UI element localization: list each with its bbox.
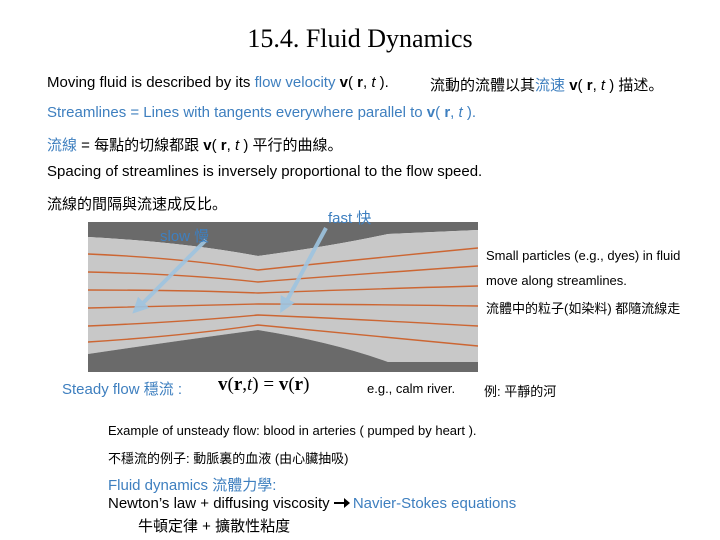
flow-velocity-term: flow velocity [254,74,336,91]
flow-velocity-sentence-zh: 流動的流體以其流速 v( r, t ) 描述。 [430,77,664,94]
navier-stokes-line: Newton’s law + diffusing viscosity Navie… [108,495,517,512]
flow-velocity-sentence: Moving fluid is described by its flow ve… [47,74,389,91]
particles-note: Small particles (e.g., dyes) in fluid [486,248,681,263]
text: Moving fluid is described by its [47,74,255,91]
spacing-statement: Spacing of streamlines is inversely prop… [47,163,483,180]
navier-stokes-term: Navier-Stokes equations [352,495,517,512]
steady-flow-example-zh: 例: 平靜的河 [484,384,557,399]
streamline [88,324,478,347]
flow-velocity-term-zh: 流速 [535,77,566,94]
streamline [88,247,478,271]
steady-flow-example: e.g., calm river. [367,381,456,396]
slow-label: slow 慢 [160,228,210,245]
particles-note-2: move along streamlines. [486,273,627,288]
steady-flow-equation: v(r,t) = v(r) [218,374,310,395]
spacing-statement-zh: 流線的間隔與流速成反比。 [47,196,228,213]
navier-stokes-line-zh: 牛頓定律 + 擴散性粘度 [138,518,291,535]
streamlines-definition: Streamlines = Lines with tangents everyw… [47,104,477,121]
streamline-figure [88,222,478,372]
streamline [88,265,478,283]
streamline [88,285,478,294]
streamlines-definition-zh: 流線 = 每點的切線都跟 v( r, t ) 平行的曲線。 [47,137,343,154]
particles-note-zh: 流體中的粒子(如染料) 都隨流線走 [486,301,681,316]
steady-flow-label: Steady flow 穩流 : [62,381,183,398]
unsteady-flow-example: Example of unsteady flow: blood in arter… [108,423,477,438]
fast-label: fast 快 [328,210,372,227]
page-title: 15.4. Fluid Dynamics [247,24,473,53]
unsteady-flow-example-zh: 不穩流的例子: 動脈裏的血液 (由心臟抽吸) [108,451,349,466]
streamline [88,314,478,327]
fluid-dynamics-heading: Fluid dynamics 流體力學: [108,477,277,494]
fast-arrow [280,227,328,314]
slow-arrow [132,238,208,314]
arrow-right-icon [333,498,350,508]
top-wall [88,222,478,256]
bottom-wall [88,330,478,372]
